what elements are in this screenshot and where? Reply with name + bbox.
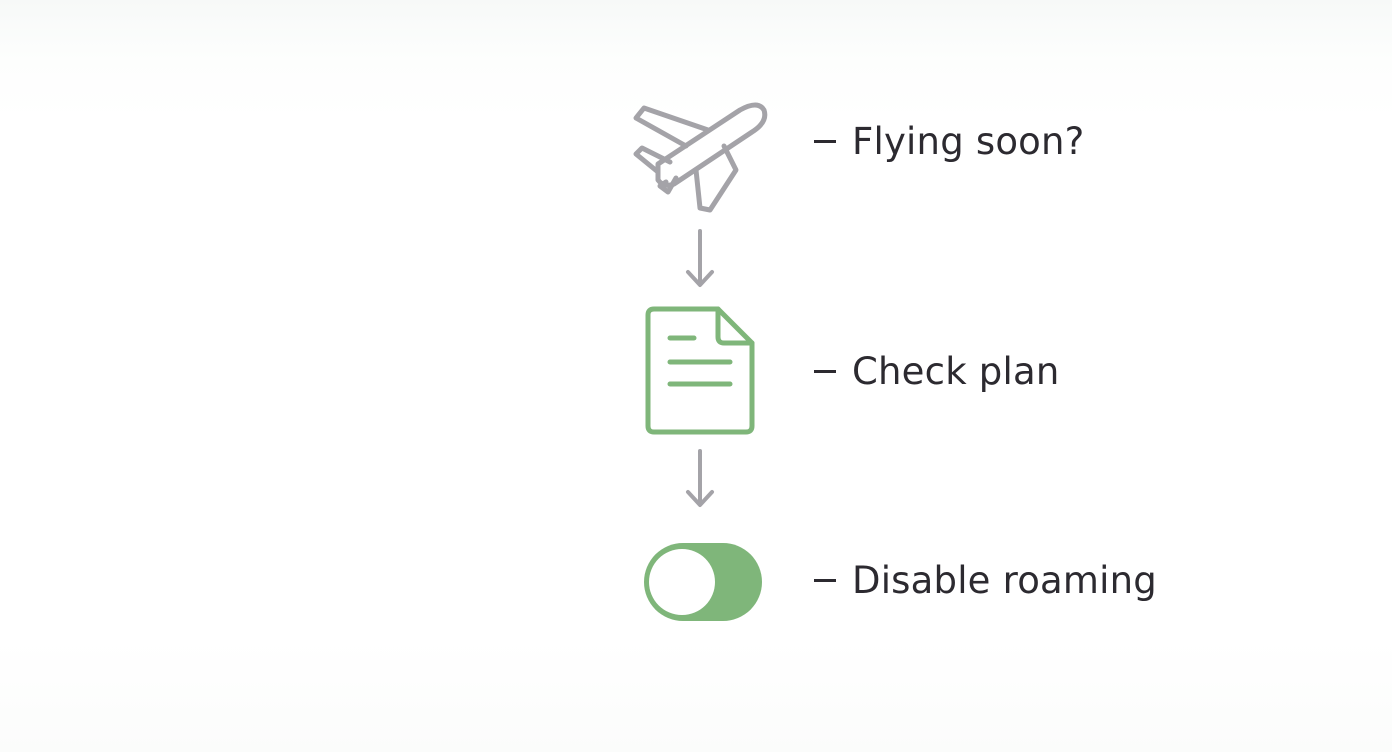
step-text: Check plan <box>852 350 1060 393</box>
down-arrow-icon <box>686 449 714 507</box>
step-label: Disable roaming <box>814 559 1157 603</box>
step-label: Flying soon? <box>814 120 1084 164</box>
down-arrow-icon <box>686 229 714 287</box>
step-text: Disable roaming <box>852 559 1157 602</box>
airplane-icon <box>633 102 768 213</box>
dash-marker <box>814 579 836 582</box>
step-label: Check plan <box>814 350 1059 394</box>
document-icon <box>645 306 755 435</box>
dash-marker <box>814 370 836 373</box>
step-text: Flying soon? <box>852 120 1085 163</box>
toggle-switch-icon <box>644 543 762 621</box>
dash-marker <box>814 140 836 143</box>
